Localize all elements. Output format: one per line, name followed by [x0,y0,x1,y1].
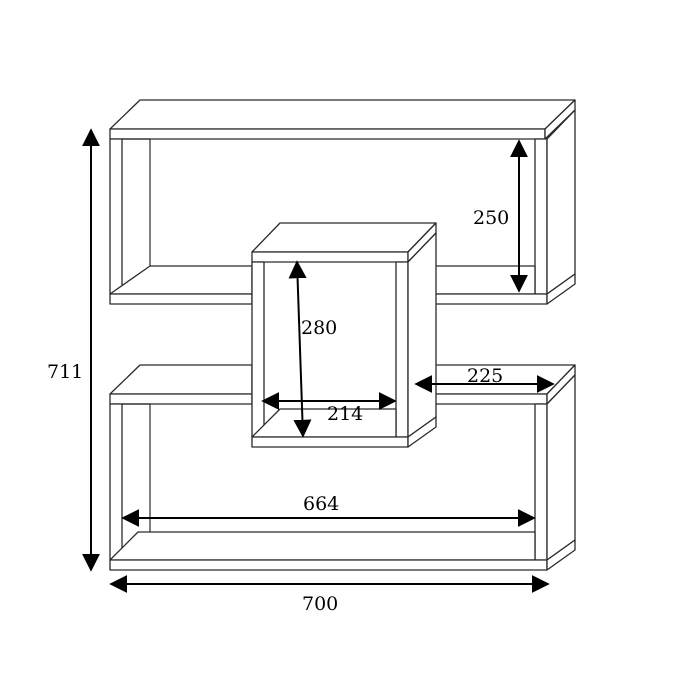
center-box-bottom-side [407,416,437,448]
lower-bottom-panel-side [546,539,576,571]
upper-bottom-shelf-right-side [546,273,576,305]
lower-right-post [534,403,548,561]
upper-bottom-shelf-left [109,265,253,295]
center-box [251,222,437,448]
dim-label-center-box-width: 214 [327,403,363,425]
center-box-bottom-front [251,436,409,448]
dim-label-overall-height: 711 [47,361,83,383]
lower-left-post [109,403,123,561]
dim-label-inner-width: 664 [303,493,339,515]
lower-frame [109,364,576,571]
upper-left-post [109,138,123,295]
lower-top-shelf-left [109,364,253,395]
dimensions: 711 700 664 250 280 214 225 [47,128,555,615]
center-box-top-front [251,251,409,263]
upper-top-panel-front [109,128,546,140]
upper-bottom-shelf-left-front [109,293,253,305]
dim-label-overall-width: 700 [302,593,338,615]
lower-right-post-side [546,374,576,561]
lower-top-shelf-left-front [109,393,253,405]
center-box-bottom [251,408,397,438]
dim-label-center-box-height: 280 [301,317,337,339]
upper-frame [109,99,576,305]
upper-top-panel [109,99,576,130]
center-box-right-wall [395,261,409,438]
dim-label-side-shelf-width: 225 [467,365,503,387]
upper-right-post-side [546,109,576,295]
dim-label-upper-compartment-height: 250 [473,207,509,229]
center-box-right-side [407,232,437,438]
lower-bottom-panel [109,531,536,561]
center-box-left-wall [251,261,265,438]
upper-right-post [534,138,548,295]
center-box-top [251,222,437,253]
lower-bottom-panel-front [109,559,548,571]
